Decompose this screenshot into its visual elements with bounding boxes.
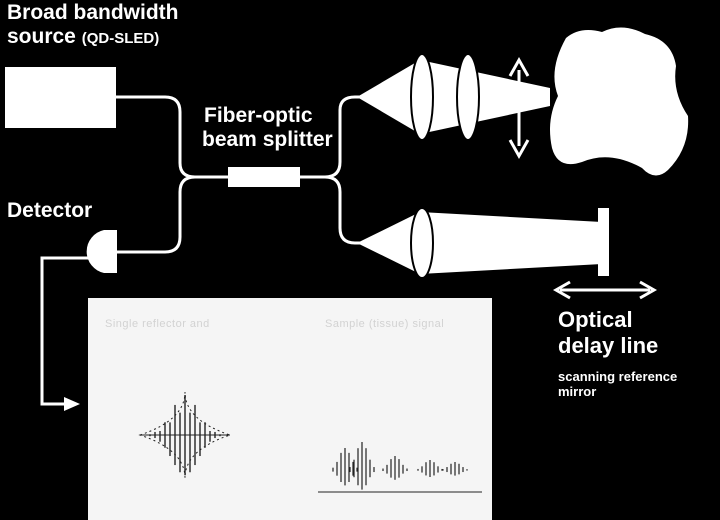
reference-beam — [357, 212, 602, 274]
sample-lens-1 — [410, 53, 434, 141]
light-source-box — [5, 67, 116, 128]
sample-signal-interferogram — [318, 442, 482, 493]
sample-lens-2 — [456, 53, 480, 141]
sample-beam — [357, 60, 550, 134]
source-label-line1: Broad bandwidth — [7, 1, 179, 24]
splitter-label-line1: Fiber-optic — [204, 104, 313, 127]
detector-label: Detector — [7, 199, 93, 222]
delay-arrow-icon — [552, 280, 658, 300]
delay-line-line2: delay line — [558, 333, 659, 358]
delay-line-line1: Optical — [558, 307, 633, 332]
detector-icon — [86, 230, 117, 273]
signal-arrow — [40, 256, 90, 406]
source-label-text: source — [7, 25, 76, 48]
delay-sub-line1: scanning reference — [558, 369, 678, 384]
scan-arrow-icon — [508, 56, 530, 160]
inset-left-title: Single reflector and — [105, 318, 210, 330]
signal-arrowhead — [64, 397, 80, 411]
single-reflector-interferogram — [138, 391, 232, 479]
inset-right-title: Sample (tissue) signal — [325, 318, 445, 330]
source-label-line2: source (QD-SLED) — [7, 25, 179, 51]
signal-display-panel — [88, 298, 492, 520]
delay-line-sublabel: scanning reference mirror — [558, 369, 677, 399]
source-label-paren: (QD-SLED) — [81, 30, 160, 47]
delay-sub-line2: mirror — [558, 384, 597, 399]
reference-mirror — [598, 208, 609, 276]
optical-fibers — [112, 95, 360, 254]
splitter-label: Fiber-optic beam splitter — [202, 104, 333, 152]
splitter-label-line2: beam splitter — [202, 128, 333, 151]
fiber-coupler — [228, 167, 300, 187]
reference-lens — [410, 207, 434, 279]
delay-line-label: Optical delay line — [558, 307, 658, 359]
source-label: Broad bandwidth source (QD-SLED) — [7, 1, 179, 51]
tissue-sample — [550, 27, 689, 176]
